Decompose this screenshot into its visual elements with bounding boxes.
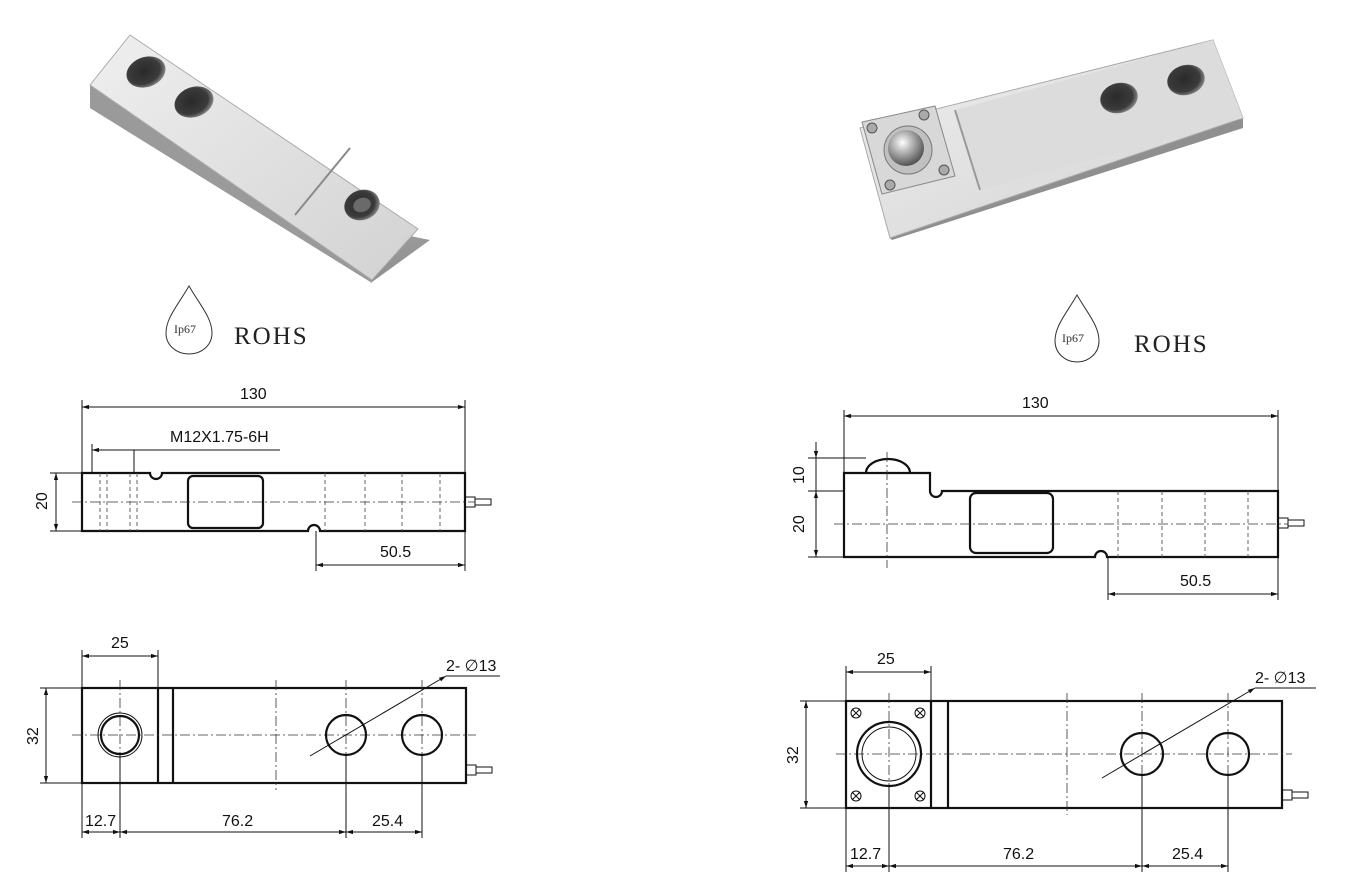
load-cell-photo-right bbox=[859, 39, 1244, 240]
dim-block-left: 25 bbox=[111, 635, 129, 652]
dim-offset-right: 50.5 bbox=[1180, 573, 1211, 590]
dim-holes-left: 2- ∅13 bbox=[446, 658, 497, 675]
dim-d1-left: 12.7 bbox=[85, 813, 116, 830]
dim-holes-right: 2- ∅13 bbox=[1255, 670, 1306, 687]
dim-d3-left: 25.4 bbox=[372, 813, 403, 830]
dim-height-right: 20 bbox=[791, 515, 808, 533]
dim-d2-left: 76.2 bbox=[222, 813, 253, 830]
ip67-badge-left: Ip67 bbox=[165, 285, 213, 355]
dim-length-right: 130 bbox=[1022, 395, 1049, 412]
ip67-label-left: Ip67 bbox=[174, 322, 196, 336]
dim-d1-right: 12.7 bbox=[850, 846, 881, 863]
dim-thread-left: M12X1.75-6H bbox=[170, 429, 269, 446]
ip67-badge-right: Ip67 bbox=[1054, 294, 1100, 363]
rohs-label-left: ROHS bbox=[234, 323, 309, 350]
dim-block-right: 25 bbox=[877, 651, 895, 668]
top-view-right: 2- ∅13 25 32 12.7 76.2 25.4 bbox=[785, 651, 1316, 872]
side-view-left: 130 M12X1.75-6H 20 50.5 bbox=[34, 386, 492, 571]
screw-icons bbox=[850, 707, 926, 802]
dim-length-left: 130 bbox=[240, 386, 267, 403]
ip67-label-right: Ip67 bbox=[1062, 331, 1084, 345]
dim-width-right: 32 bbox=[785, 746, 802, 764]
rohs-label-right: ROHS bbox=[1134, 331, 1209, 358]
dim-offset-left: 50.5 bbox=[380, 544, 411, 561]
top-view-left: 2- ∅13 25 32 12.7 76.2 25.4 bbox=[25, 635, 500, 838]
dim-height-left: 20 bbox=[34, 492, 51, 510]
load-cell-photo-left bbox=[89, 34, 430, 283]
side-view-right: 130 10 20 50.5 bbox=[791, 395, 1305, 600]
dim-d3-right: 25.4 bbox=[1172, 846, 1203, 863]
dim-ball-height-right: 10 bbox=[791, 466, 808, 484]
dim-width-left: 32 bbox=[25, 727, 42, 745]
dim-d2-right: 76.2 bbox=[1003, 846, 1034, 863]
